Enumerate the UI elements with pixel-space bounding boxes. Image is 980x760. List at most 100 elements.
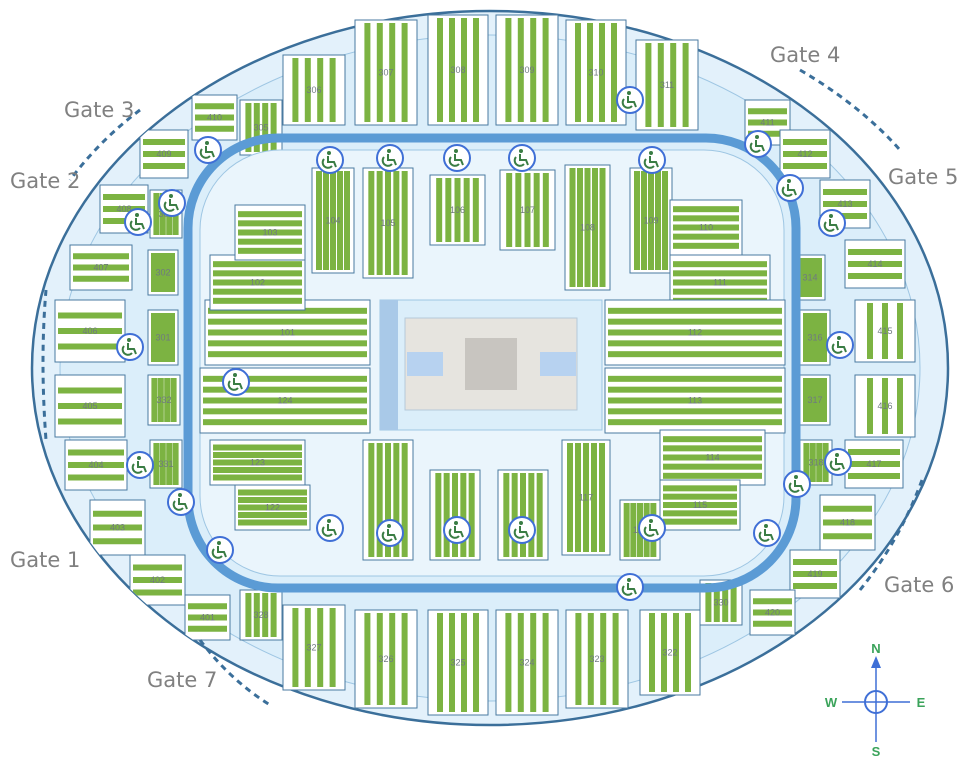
- section-label: 412: [797, 149, 812, 159]
- section-label: 406: [82, 326, 97, 336]
- section-311[interactable]: 311: [635, 39, 699, 131]
- section-401[interactable]: 401: [184, 594, 231, 641]
- section-415[interactable]: 415: [854, 299, 916, 363]
- section-416[interactable]: 416: [854, 374, 916, 438]
- seat-row: [783, 163, 827, 169]
- seat-row: [238, 211, 302, 218]
- section-106[interactable]: 106: [429, 174, 486, 246]
- seat-row: [663, 463, 762, 470]
- section-124[interactable]: 124: [199, 367, 371, 434]
- wheelchair-icon: [776, 174, 804, 202]
- seat-row: [368, 171, 375, 275]
- section-402[interactable]: 402: [129, 554, 186, 606]
- seat-row: [172, 443, 179, 485]
- section-117[interactable]: 117: [561, 439, 611, 556]
- section-308[interactable]: 308: [427, 14, 489, 126]
- section-113[interactable]: 113: [604, 367, 786, 434]
- seat-row: [253, 103, 260, 152]
- seat-row: [58, 387, 122, 394]
- seat-row: [463, 178, 470, 242]
- section-328[interactable]: 328: [239, 589, 283, 641]
- section-102[interactable]: 102: [209, 254, 306, 311]
- section-123[interactable]: 123: [209, 439, 306, 486]
- section-407[interactable]: 407: [69, 244, 133, 291]
- section-404[interactable]: 404: [64, 439, 128, 491]
- section-410[interactable]: 410: [191, 94, 238, 141]
- section-105[interactable]: 105: [362, 167, 414, 279]
- section-316[interactable]: 316: [799, 309, 831, 366]
- section-417[interactable]: 417: [844, 439, 904, 489]
- section-418[interactable]: 418: [819, 494, 876, 551]
- seat-row: [169, 313, 175, 362]
- section-306[interactable]: 306: [282, 54, 346, 126]
- section-326[interactable]: 326: [354, 609, 418, 709]
- section-109[interactable]: 109: [629, 167, 673, 274]
- wheelchair-icon: [376, 144, 404, 172]
- section-310[interactable]: 310: [565, 19, 627, 126]
- seat-row: [587, 613, 594, 705]
- seat-row: [685, 613, 691, 692]
- section-330[interactable]: 330: [699, 579, 743, 626]
- section-332[interactable]: 332: [147, 374, 181, 426]
- section-[interactable]: [497, 469, 549, 561]
- seat-row: [623, 503, 630, 557]
- section-107[interactable]: 107: [499, 169, 556, 251]
- section-420[interactable]: 420: [749, 589, 796, 636]
- section-101[interactable]: 101: [204, 299, 371, 366]
- section-324[interactable]: 324: [495, 609, 559, 716]
- section-112[interactable]: 112: [604, 299, 786, 366]
- section-114[interactable]: 114: [659, 429, 766, 486]
- section-323[interactable]: 323: [565, 609, 629, 709]
- gate-3-label: Gate 3: [64, 98, 134, 122]
- seat-row: [511, 473, 518, 557]
- seat-row: [452, 473, 458, 557]
- section-409[interactable]: 409: [139, 129, 189, 179]
- seat-row: [663, 518, 737, 525]
- section-309[interactable]: 309: [495, 14, 559, 126]
- seat-row: [641, 171, 647, 270]
- section-327[interactable]: 327: [282, 604, 346, 691]
- section-317[interactable]: 317: [799, 374, 831, 426]
- seat-row: [848, 449, 900, 455]
- section-label: 307: [378, 68, 393, 78]
- seat-row: [821, 378, 827, 422]
- section-419[interactable]: 419: [789, 549, 841, 599]
- section-104[interactable]: 104: [311, 167, 355, 274]
- seat-row: [753, 609, 792, 616]
- section-412[interactable]: 412: [779, 129, 831, 179]
- seat-row: [753, 620, 792, 627]
- wheelchair-icon: [508, 516, 536, 544]
- seat-row: [153, 443, 160, 485]
- seat-row: [655, 171, 661, 270]
- section-108[interactable]: 108: [564, 164, 611, 291]
- section-122[interactable]: 122: [234, 484, 311, 531]
- seat-row: [401, 171, 408, 275]
- section-110[interactable]: 110: [669, 199, 743, 256]
- section-label: 305: [253, 123, 268, 133]
- section-label: 328: [253, 610, 268, 620]
- seat-row: [188, 603, 227, 610]
- section-331[interactable]: 331: [149, 439, 183, 489]
- seat-row: [170, 378, 177, 422]
- section-302[interactable]: 302: [147, 249, 179, 296]
- gate-2-label: Gate 2: [10, 169, 80, 193]
- section-403[interactable]: 403: [89, 499, 146, 556]
- section-103[interactable]: 103: [234, 204, 306, 261]
- section-307[interactable]: 307: [354, 19, 418, 126]
- section-[interactable]: [429, 469, 481, 561]
- section-414[interactable]: 414: [844, 239, 906, 289]
- section-406[interactable]: 406: [54, 299, 126, 363]
- seat-row: [213, 270, 302, 277]
- section-115[interactable]: 115: [659, 479, 741, 531]
- section-325[interactable]: 325: [427, 609, 489, 716]
- seat-row: [815, 378, 821, 422]
- seat-row: [203, 375, 367, 382]
- section-301[interactable]: 301: [147, 309, 179, 366]
- section-322[interactable]: 322: [639, 609, 701, 696]
- section-305[interactable]: 305: [239, 99, 283, 156]
- section-label: 403: [110, 523, 125, 533]
- seat-row: [748, 119, 787, 126]
- seat-row: [157, 378, 164, 422]
- section-405[interactable]: 405: [54, 374, 126, 438]
